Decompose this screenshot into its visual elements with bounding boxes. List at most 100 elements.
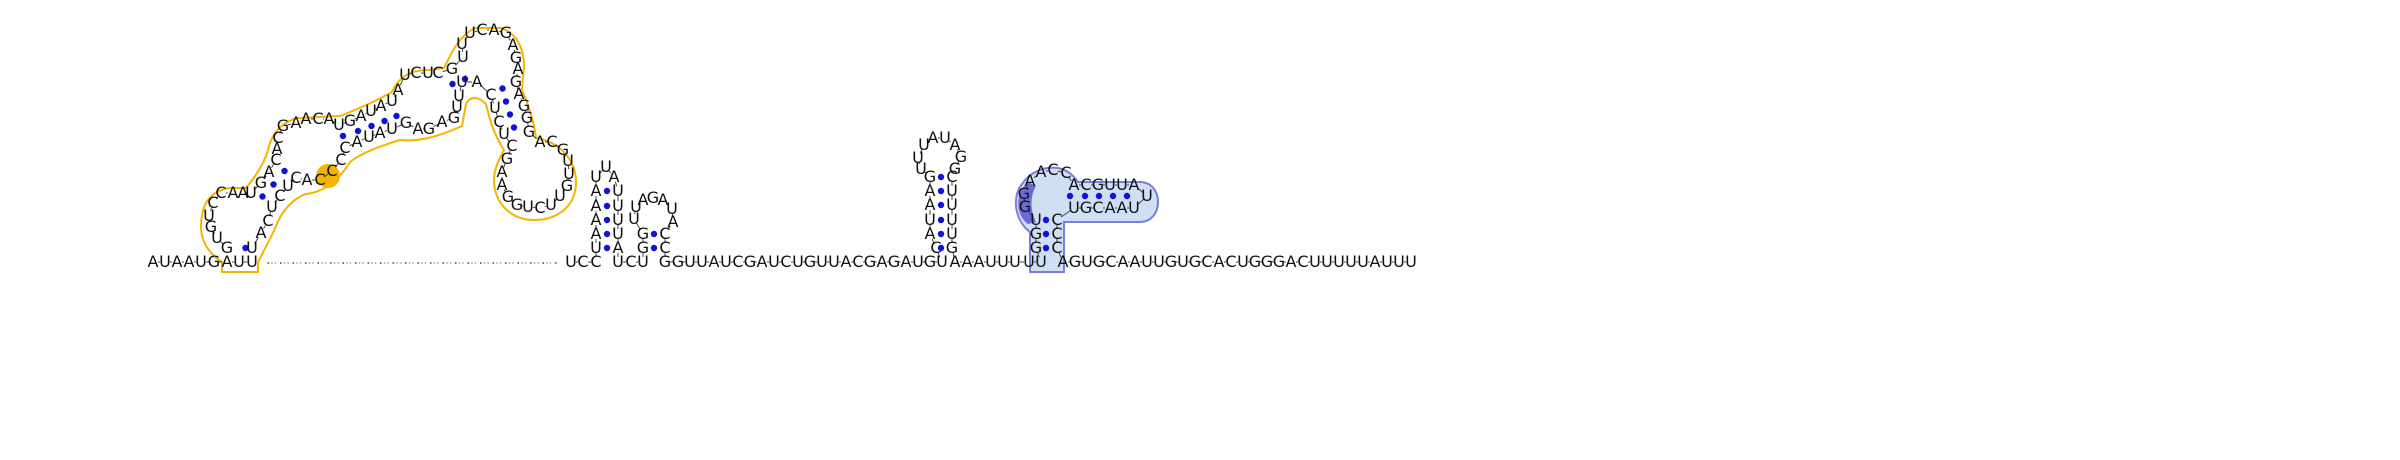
nucleotide: U: [399, 65, 411, 84]
backbone-segment: [349, 143, 353, 147]
nucleotide: U: [282, 176, 294, 195]
nucleotide: C: [215, 183, 226, 202]
nucleotide: A: [413, 119, 424, 138]
nucleotide: G: [277, 116, 289, 135]
nucleotide: U: [195, 252, 207, 271]
backbone-segment: [1137, 187, 1144, 194]
nucleotide: A: [172, 252, 183, 271]
backbone-segment: [508, 150, 511, 155]
backbone-segment: [503, 163, 506, 168]
nucleotide: U: [464, 23, 476, 42]
nucleotide: G: [924, 252, 936, 271]
nucleotide: C: [274, 186, 285, 205]
linker-dot: [554, 262, 557, 264]
nucleotide: G: [946, 238, 958, 257]
backbone-segment: [1037, 252, 1040, 258]
nucleotide: A: [472, 72, 483, 91]
backbone-segment: [554, 199, 557, 202]
nucleotide: U: [637, 252, 649, 271]
linker-dot: [279, 262, 282, 264]
base-pair-dot: [368, 122, 375, 130]
nucleotide: U: [684, 252, 696, 271]
nucleotide: U: [1405, 252, 1417, 271]
nucleotide: U: [1357, 252, 1369, 271]
nucleotide: A: [324, 109, 335, 128]
nucleotide: G: [500, 23, 512, 42]
nucleotide: U: [457, 47, 469, 66]
nucleotide: U: [912, 252, 924, 271]
nucleotide: U: [386, 119, 398, 138]
nucleotide: A: [508, 35, 519, 54]
backbone-segment: [956, 161, 960, 165]
nucleotide: G: [744, 252, 756, 271]
nucleotide: C: [1225, 252, 1236, 271]
nucleotide: A: [925, 195, 936, 214]
backbone-segment: [384, 130, 388, 132]
nucleotide: G: [423, 119, 435, 138]
nucleotide: U: [1104, 175, 1116, 194]
nucleotide: U: [612, 181, 624, 200]
nucleotide: G: [511, 195, 523, 214]
nucleotide: U: [159, 252, 171, 271]
nucleotide: A: [513, 59, 524, 78]
nucleotide: U: [816, 252, 828, 271]
nucleotide: C: [1092, 198, 1103, 217]
nucleotide: U: [590, 167, 602, 186]
backbone-segment: [410, 124, 414, 128]
nucleotide: U: [456, 72, 468, 91]
nucleotide: C: [852, 252, 863, 271]
backbone-segment: [274, 199, 278, 204]
nucleotide: C: [946, 167, 957, 186]
backbone-segment: [952, 252, 955, 258]
backbone-segment: [354, 117, 357, 120]
nucleotide: C: [272, 128, 283, 147]
nucleotide: A: [514, 84, 525, 103]
backbone-segment: [333, 121, 335, 123]
nucleotide: G: [1019, 197, 1031, 216]
nucleotide: G: [557, 140, 569, 159]
nucleotide: A: [238, 183, 249, 202]
nucleotide: A: [591, 181, 602, 200]
nucleotide: U: [1141, 252, 1153, 271]
backbone-segment: [212, 231, 216, 234]
nucleotide: G: [221, 238, 233, 257]
backbone-segment: [1137, 199, 1144, 205]
linker-dot: [379, 262, 382, 264]
linker-dot: [342, 262, 345, 264]
nucleotide: U: [924, 210, 936, 229]
backbone-segment: [503, 189, 507, 193]
linker-dot: [317, 262, 320, 264]
nucleotide: G: [1165, 252, 1177, 271]
backbone-segment: [459, 86, 462, 92]
backbone-segment: [1027, 210, 1034, 217]
nucleotide: A: [668, 212, 679, 231]
base-pair-dot: [603, 187, 611, 195]
nucleotide: G: [888, 252, 900, 271]
backbone-segment: [220, 241, 224, 245]
base-pair-dot: [502, 98, 510, 105]
nucleotide: C: [546, 132, 557, 151]
nucleotide: C: [1297, 252, 1308, 271]
nucleotide: U: [1381, 252, 1393, 271]
nucleotide: C: [1051, 238, 1062, 257]
backbone-segment: [527, 122, 529, 128]
nucleotide: G: [1080, 198, 1092, 217]
backbone-segment: [956, 149, 960, 153]
nucleotide: U: [211, 228, 223, 247]
nucleotide: G: [510, 48, 522, 67]
nucleotide: C: [262, 211, 273, 230]
nucleotide: A: [375, 123, 386, 142]
nucleotide: U: [612, 224, 624, 243]
nucleotide: A: [974, 252, 985, 271]
base-pair-dot: [603, 244, 611, 252]
linker-dot: [417, 262, 420, 264]
nucleotide: C: [290, 168, 301, 187]
nucleotide: A: [1058, 252, 1069, 271]
nucleotide: U: [1321, 252, 1333, 271]
nucleotide: A: [256, 223, 267, 242]
backbone-segment: [1060, 210, 1071, 218]
nucleotide: U: [453, 86, 465, 105]
base-pair-dot: [1123, 192, 1131, 200]
linker-dot: [329, 262, 332, 264]
nucleotide: U: [233, 252, 245, 271]
